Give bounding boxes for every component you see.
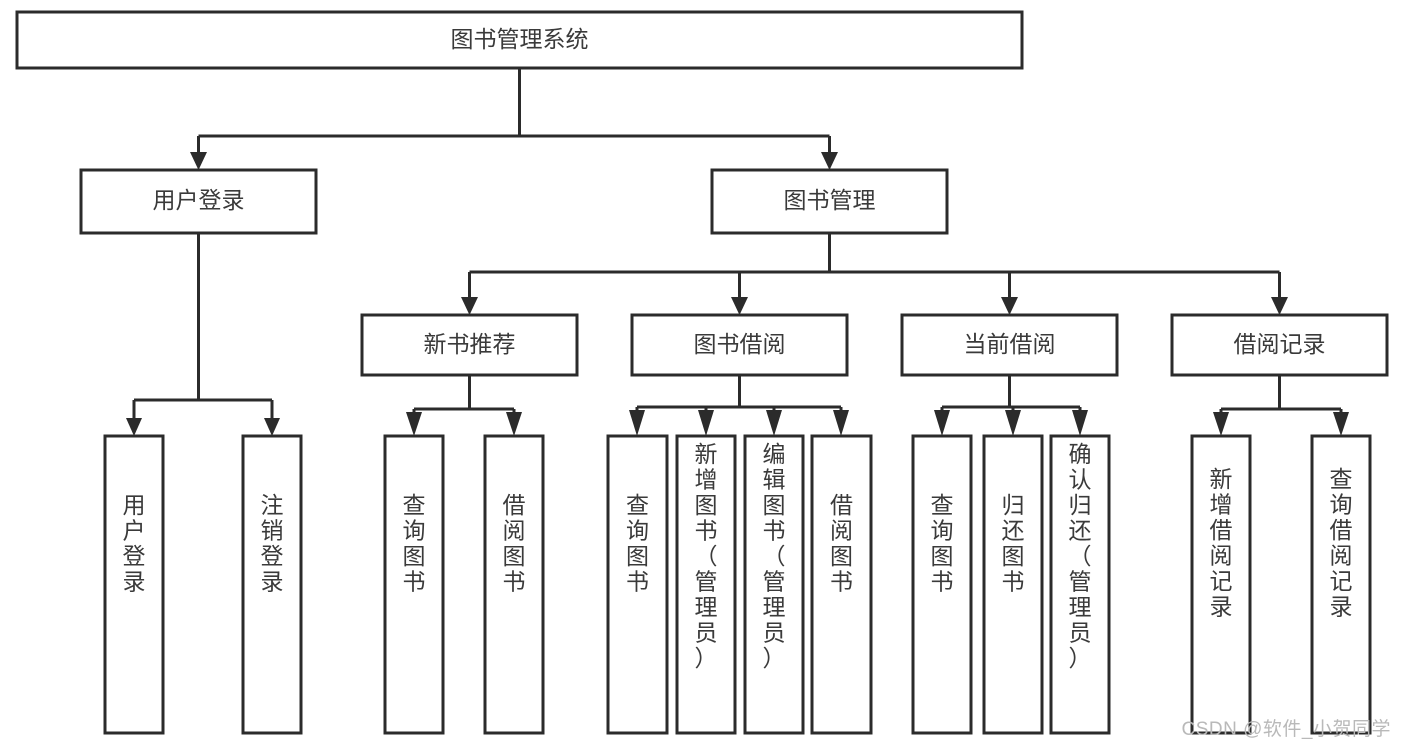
connector-layer	[126, 68, 1349, 436]
node-root-box[interactable]	[15, 10, 1024, 70]
node-user-login[interactable]: 用户登录	[79, 168, 318, 235]
arrow-bookborrow-leaf-4	[833, 410, 849, 436]
node-leaf-add-borrow-record[interactable]: 新增借阅记录	[1190, 434, 1252, 735]
arrow-newbook-leaf-1	[406, 412, 422, 436]
arrow-userlogin-leaf-1	[126, 418, 142, 436]
arrow-currentborrow-leaf-1	[934, 410, 950, 436]
node-user-login-label: 用户登录	[153, 187, 245, 213]
node-current-borrow[interactable]: 当前借阅	[900, 313, 1119, 377]
node-leaf-borrow-book-1-box[interactable]	[483, 434, 545, 735]
node-leaf-query-borrow-record-label: 查询借阅记录	[1330, 466, 1353, 620]
node-current-borrow-box[interactable]	[900, 313, 1119, 377]
node-leaf-borrow-book-2-label: 借阅图书	[830, 492, 853, 595]
arrow-root-to-user-login	[190, 152, 207, 170]
node-leaf-borrow-book-2-box[interactable]	[810, 434, 873, 735]
node-leaf-return-book-label: 归还图书	[1002, 492, 1025, 595]
node-leaf-edit-book-admin-label: 编辑图书（管理员）	[763, 441, 786, 671]
node-leaf-edit-book-admin-box[interactable]	[743, 434, 805, 735]
node-leaf-add-book-admin-label: 新增图书（管理员）	[695, 441, 718, 671]
node-leaf-return-book-box[interactable]	[982, 434, 1044, 735]
node-leaf-query-book-1-box[interactable]	[383, 434, 445, 735]
node-leaf-edit-book-admin[interactable]: 编辑图书（管理员）	[743, 434, 805, 735]
arrow-borrowrecord-leaf-1	[1213, 412, 1229, 436]
arrow-bookmanage-to-new-book-recommend	[461, 297, 478, 315]
node-book-borrow[interactable]: 图书借阅	[630, 313, 849, 377]
node-borrow-record[interactable]: 借阅记录	[1170, 313, 1389, 377]
node-user-login-box[interactable]	[79, 168, 318, 235]
node-leaf-borrow-book-1[interactable]: 借阅图书	[483, 434, 545, 735]
node-borrow-record-label: 借阅记录	[1234, 331, 1326, 357]
node-leaf-borrow-book-2[interactable]: 借阅图书	[810, 434, 873, 735]
node-root[interactable]: 图书管理系统	[15, 10, 1024, 70]
node-leaf-add-borrow-record-label: 新增借阅记录	[1210, 466, 1233, 620]
node-leaf-add-borrow-record-box[interactable]	[1190, 434, 1252, 735]
arrow-bookborrow-leaf-2	[698, 410, 714, 436]
arrow-currentborrow-leaf-3	[1072, 410, 1088, 436]
node-leaf-confirm-return-admin-box[interactable]	[1049, 434, 1111, 735]
node-book-borrow-label: 图书借阅	[694, 331, 786, 357]
node-leaf-add-book-admin-box[interactable]	[675, 434, 737, 735]
node-leaf-query-book-1[interactable]: 查询图书	[383, 434, 445, 735]
arrow-root-to-book-manage	[821, 152, 838, 170]
node-leaf-query-borrow-record-box[interactable]	[1310, 434, 1372, 735]
node-leaf-confirm-return-admin[interactable]: 确认归还（管理员）	[1049, 434, 1111, 735]
node-leaf-query-book-3-label: 查询图书	[931, 492, 954, 595]
node-leaf-query-book-2[interactable]: 查询图书	[606, 434, 669, 735]
arrow-bookborrow-leaf-3	[766, 410, 782, 436]
node-leaf-query-book-2-box[interactable]	[606, 434, 669, 735]
arrow-currentborrow-leaf-2	[1005, 410, 1021, 436]
node-new-book-recommend-label: 新书推荐	[424, 331, 516, 357]
node-book-borrow-box[interactable]	[630, 313, 849, 377]
node-book-manage-label: 图书管理	[784, 187, 876, 213]
node-current-borrow-label: 当前借阅	[964, 331, 1056, 357]
node-leaf-query-book-3[interactable]: 查询图书	[911, 434, 973, 735]
node-leaf-return-book[interactable]: 归还图书	[982, 434, 1044, 735]
arrow-borrowrecord-leaf-2	[1333, 412, 1349, 436]
node-book-manage[interactable]: 图书管理	[710, 168, 949, 235]
arrow-newbook-leaf-2	[506, 412, 522, 436]
node-new-book-recommend[interactable]: 新书推荐	[360, 313, 579, 377]
node-leaf-user-login-box[interactable]	[103, 434, 165, 735]
node-leaf-query-book-2-label: 查询图书	[626, 492, 649, 595]
node-leaf-query-book-1-label: 查询图书	[403, 492, 426, 595]
node-leaf-user-login-label: 用户登录	[123, 492, 146, 595]
node-leaf-user-login[interactable]: 用户登录	[103, 434, 165, 735]
node-root-label: 图书管理系统	[451, 26, 589, 52]
arrow-bookmanage-to-book-borrow	[731, 297, 748, 315]
arrow-bookmanage-to-borrow-record	[1271, 297, 1288, 315]
node-leaf-query-borrow-record[interactable]: 查询借阅记录	[1310, 434, 1372, 735]
node-leaf-borrow-book-1-label: 借阅图书	[503, 492, 526, 595]
node-leaf-user-logout-box[interactable]	[241, 434, 303, 735]
node-new-book-recommend-box[interactable]	[360, 313, 579, 377]
node-borrow-record-box[interactable]	[1170, 313, 1389, 377]
leaf-nodes-layer: 用户登录 注销登录 查询图书 借阅图书 查询图书 新增图书（管理员）	[103, 434, 1372, 735]
node-leaf-add-book-admin[interactable]: 新增图书（管理员）	[675, 434, 737, 735]
node-leaf-user-logout[interactable]: 注销登录	[241, 434, 303, 735]
node-book-manage-box[interactable]	[710, 168, 949, 235]
arrow-bookmanage-to-current-borrow	[1001, 297, 1018, 315]
arrow-bookborrow-leaf-1	[629, 410, 645, 436]
arrow-userlogin-leaf-2	[264, 418, 280, 436]
watermark-text: CSDN @软件_小贺同学	[1181, 719, 1391, 740]
node-leaf-user-logout-label: 注销登录	[261, 492, 284, 595]
node-leaf-query-book-3-box[interactable]	[911, 434, 973, 735]
node-leaf-confirm-return-admin-label: 确认归还（管理员）	[1069, 441, 1092, 671]
